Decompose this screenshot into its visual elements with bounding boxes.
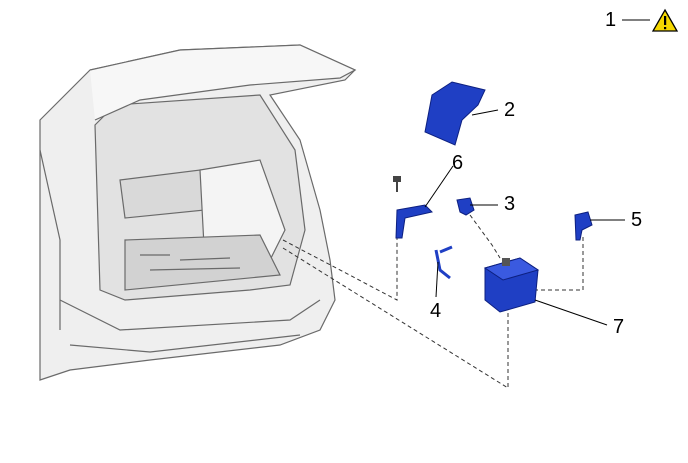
callout-1: 1 bbox=[605, 9, 617, 31]
callout-3: 3 bbox=[504, 193, 516, 215]
callout-5: 5 bbox=[631, 209, 643, 231]
dashed-leader-lines bbox=[282, 214, 584, 389]
bolt-icon bbox=[393, 176, 401, 192]
callout-6: 6 bbox=[452, 152, 464, 174]
part-5-terminal bbox=[574, 211, 593, 241]
part-3-clamp bbox=[456, 197, 475, 216]
part-7-battery bbox=[483, 257, 540, 313]
callout-2: 2 bbox=[504, 99, 516, 121]
warning-triangle-icon bbox=[651, 8, 679, 32]
part-4-rod bbox=[434, 245, 453, 280]
callout-4: 4 bbox=[430, 300, 442, 322]
callout-lines bbox=[424, 19, 650, 326]
vehicle-rear-illustration bbox=[39, 44, 357, 381]
callout-7: 7 bbox=[613, 316, 625, 338]
part-2-cover bbox=[424, 81, 486, 146]
part-6-bracket bbox=[395, 204, 433, 239]
